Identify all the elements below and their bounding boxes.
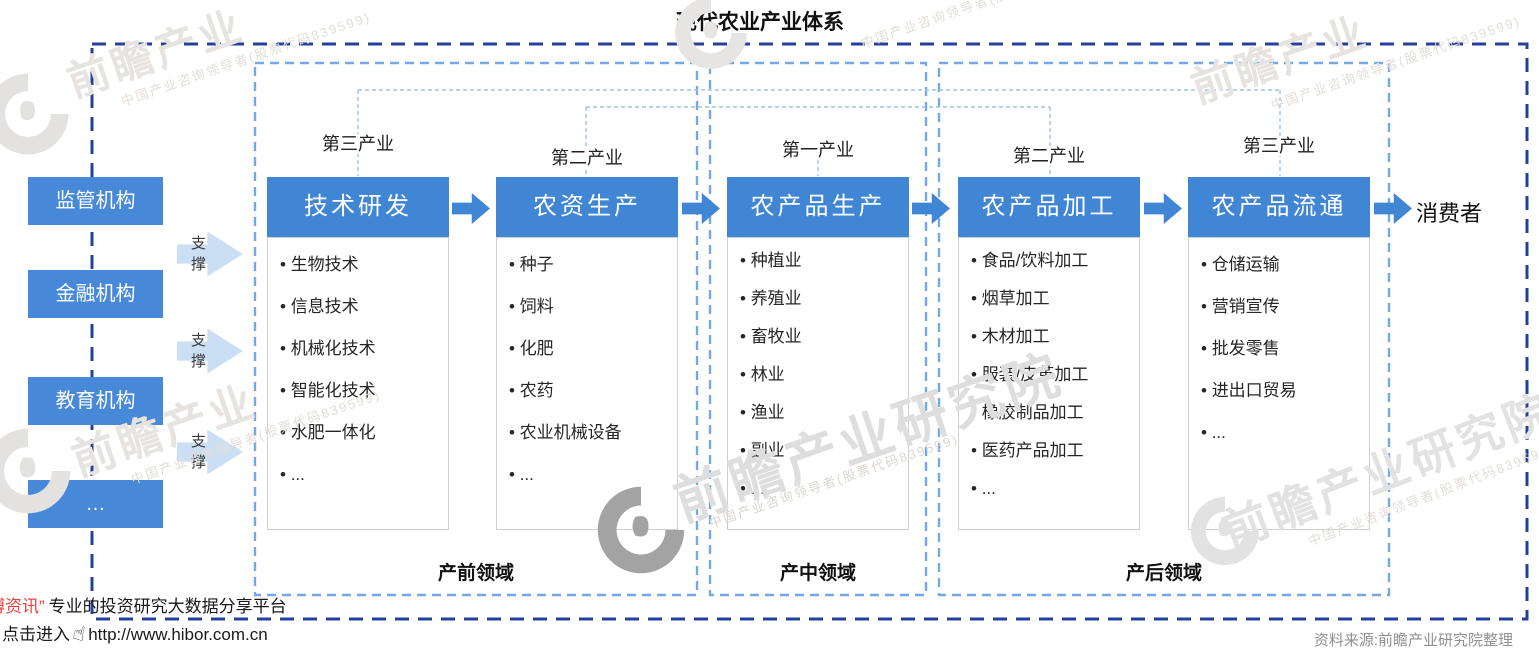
- list-item: 医药产品加工: [971, 439, 1139, 477]
- support-arrow-label: 支撑: [190, 332, 206, 370]
- hand-pointer-icon: ☝: [70, 621, 88, 647]
- post-production-region-box: [937, 61, 1391, 597]
- data-source-note: 资料来源:前瞻产业研究院整理: [1313, 632, 1513, 649]
- list-item: 副业: [740, 439, 908, 477]
- list-item: 农药: [509, 379, 677, 421]
- column-agri-distribution: 第三产业 农产品流通 仓储运输 营销宣传 批发零售 进出口贸易 ...: [1188, 128, 1370, 530]
- support-arrow-icon: [177, 328, 243, 374]
- side-box-education: 教育机构: [28, 377, 163, 425]
- column-agri-supplies: 第二产业 农资生产 种子 饲料 化肥 农药 农业机械设备 ...: [496, 128, 678, 530]
- column-agri-processing: 第二产业 农产品加工 食品/饮料加工 烟草加工 木材加工 服装/皮革加工 橡胶制…: [958, 128, 1140, 530]
- sector-label: 第三产业: [267, 130, 449, 156]
- column-header: 农产品加工: [958, 177, 1140, 237]
- list-item: 批发零售: [1201, 337, 1369, 379]
- list-item: 木材加工: [971, 325, 1139, 363]
- support-arrow-icon: [177, 429, 243, 475]
- region-label-pre: 产前领域: [437, 563, 514, 584]
- hibor-url-link[interactable]: http://www.hibor.com.cn: [88, 625, 268, 644]
- tagline-text: 专业的投资研究大数据分享平台: [48, 597, 287, 616]
- support-arrow-icon: [177, 231, 243, 277]
- list-item: 食品/饮料加工: [971, 249, 1139, 287]
- sector-label: 第三产业: [1188, 132, 1370, 158]
- column-header: 农资生产: [496, 177, 678, 237]
- column-item-list: 种植业 养殖业 畜牧业 林业 渔业 副业 ...: [727, 237, 909, 530]
- list-item: 林业: [740, 363, 908, 401]
- mid-production-region-box: [708, 61, 928, 597]
- sector-label: 第二产业: [958, 142, 1140, 168]
- region-label-mid: 产中领域: [779, 563, 856, 584]
- column-header: 农产品生产: [727, 177, 909, 237]
- list-item: 种植业: [740, 249, 908, 287]
- list-item: 种子: [509, 253, 677, 295]
- support-arrow-label: 支撑: [190, 433, 206, 471]
- support-arrow-label: 支撑: [190, 235, 206, 273]
- list-item: 营销宣传: [1201, 295, 1369, 337]
- sector-label: 第二产业: [496, 144, 678, 170]
- footer-link-row: 点击进入☝http://www.hibor.com.cn: [2, 620, 268, 646]
- list-item: 仓储运输: [1201, 253, 1369, 295]
- list-item: 饲料: [509, 295, 677, 337]
- side-box-regulator: 监管机构: [28, 177, 163, 225]
- outer-boundary-box: [90, 42, 1529, 621]
- page-title: 现代农业产业体系: [676, 11, 844, 34]
- sector-label: 第一产业: [727, 136, 909, 162]
- list-item: ...: [740, 477, 908, 515]
- list-item: ...: [1201, 421, 1369, 463]
- list-item: 养殖业: [740, 287, 908, 325]
- list-item: 化肥: [509, 337, 677, 379]
- list-item: 信息技术: [280, 295, 448, 337]
- list-item: 进出口贸易: [1201, 379, 1369, 421]
- column-item-list: 生物技术 信息技术 机械化技术 智能化技术 水肥一体化 ...: [267, 237, 449, 530]
- side-box-ellipsis: …: [28, 480, 163, 528]
- column-header: 技术研发: [267, 177, 449, 237]
- column-item-list: 种子 饲料 化肥 农药 农业机械设备 ...: [496, 237, 678, 530]
- column-item-list: 食品/饮料加工 烟草加工 木材加工 服装/皮革加工 橡胶制品加工 医药产品加工 …: [958, 237, 1140, 530]
- list-item: 水肥一体化: [280, 421, 448, 463]
- footer-tagline: 博资讯”专业的投资研究大数据分享平台: [0, 592, 287, 617]
- list-item: ...: [509, 463, 677, 505]
- column-header: 农产品流通: [1188, 177, 1370, 237]
- column-tech-rnd: 第三产业 技术研发 生物技术 信息技术 机械化技术 智能化技术 水肥一体化 ..…: [267, 128, 449, 530]
- list-item: ...: [971, 477, 1139, 515]
- side-box-finance: 金融机构: [28, 270, 163, 318]
- list-item: ...: [280, 463, 448, 505]
- list-item: 烟草加工: [971, 287, 1139, 325]
- column-agri-production: 第一产业 农产品生产 种植业 养殖业 畜牧业 林业 渔业 副业 ...: [727, 128, 909, 530]
- support-arrow-3: 支撑: [177, 428, 243, 476]
- click-enter-text: 点击进入: [2, 625, 70, 644]
- support-arrow-1: 支撑: [177, 230, 243, 278]
- list-item: 渔业: [740, 401, 908, 439]
- pre-production-region-box: [253, 61, 699, 597]
- list-item: 机械化技术: [280, 337, 448, 379]
- list-item: 生物技术: [280, 253, 448, 295]
- list-item: 橡胶制品加工: [971, 401, 1139, 439]
- list-item: 畜牧业: [740, 325, 908, 363]
- consumer-label: 消费者: [1416, 201, 1483, 226]
- support-arrow-2: 支撑: [177, 327, 243, 375]
- list-item: 服装/皮革加工: [971, 363, 1139, 401]
- list-item: 农业机械设备: [509, 421, 677, 463]
- column-item-list: 仓储运输 营销宣传 批发零售 进出口贸易 ...: [1188, 237, 1370, 530]
- list-item: 智能化技术: [280, 379, 448, 421]
- hibor-brand-text: 博资讯”: [0, 597, 45, 616]
- region-label-post: 产后领域: [1125, 563, 1202, 584]
